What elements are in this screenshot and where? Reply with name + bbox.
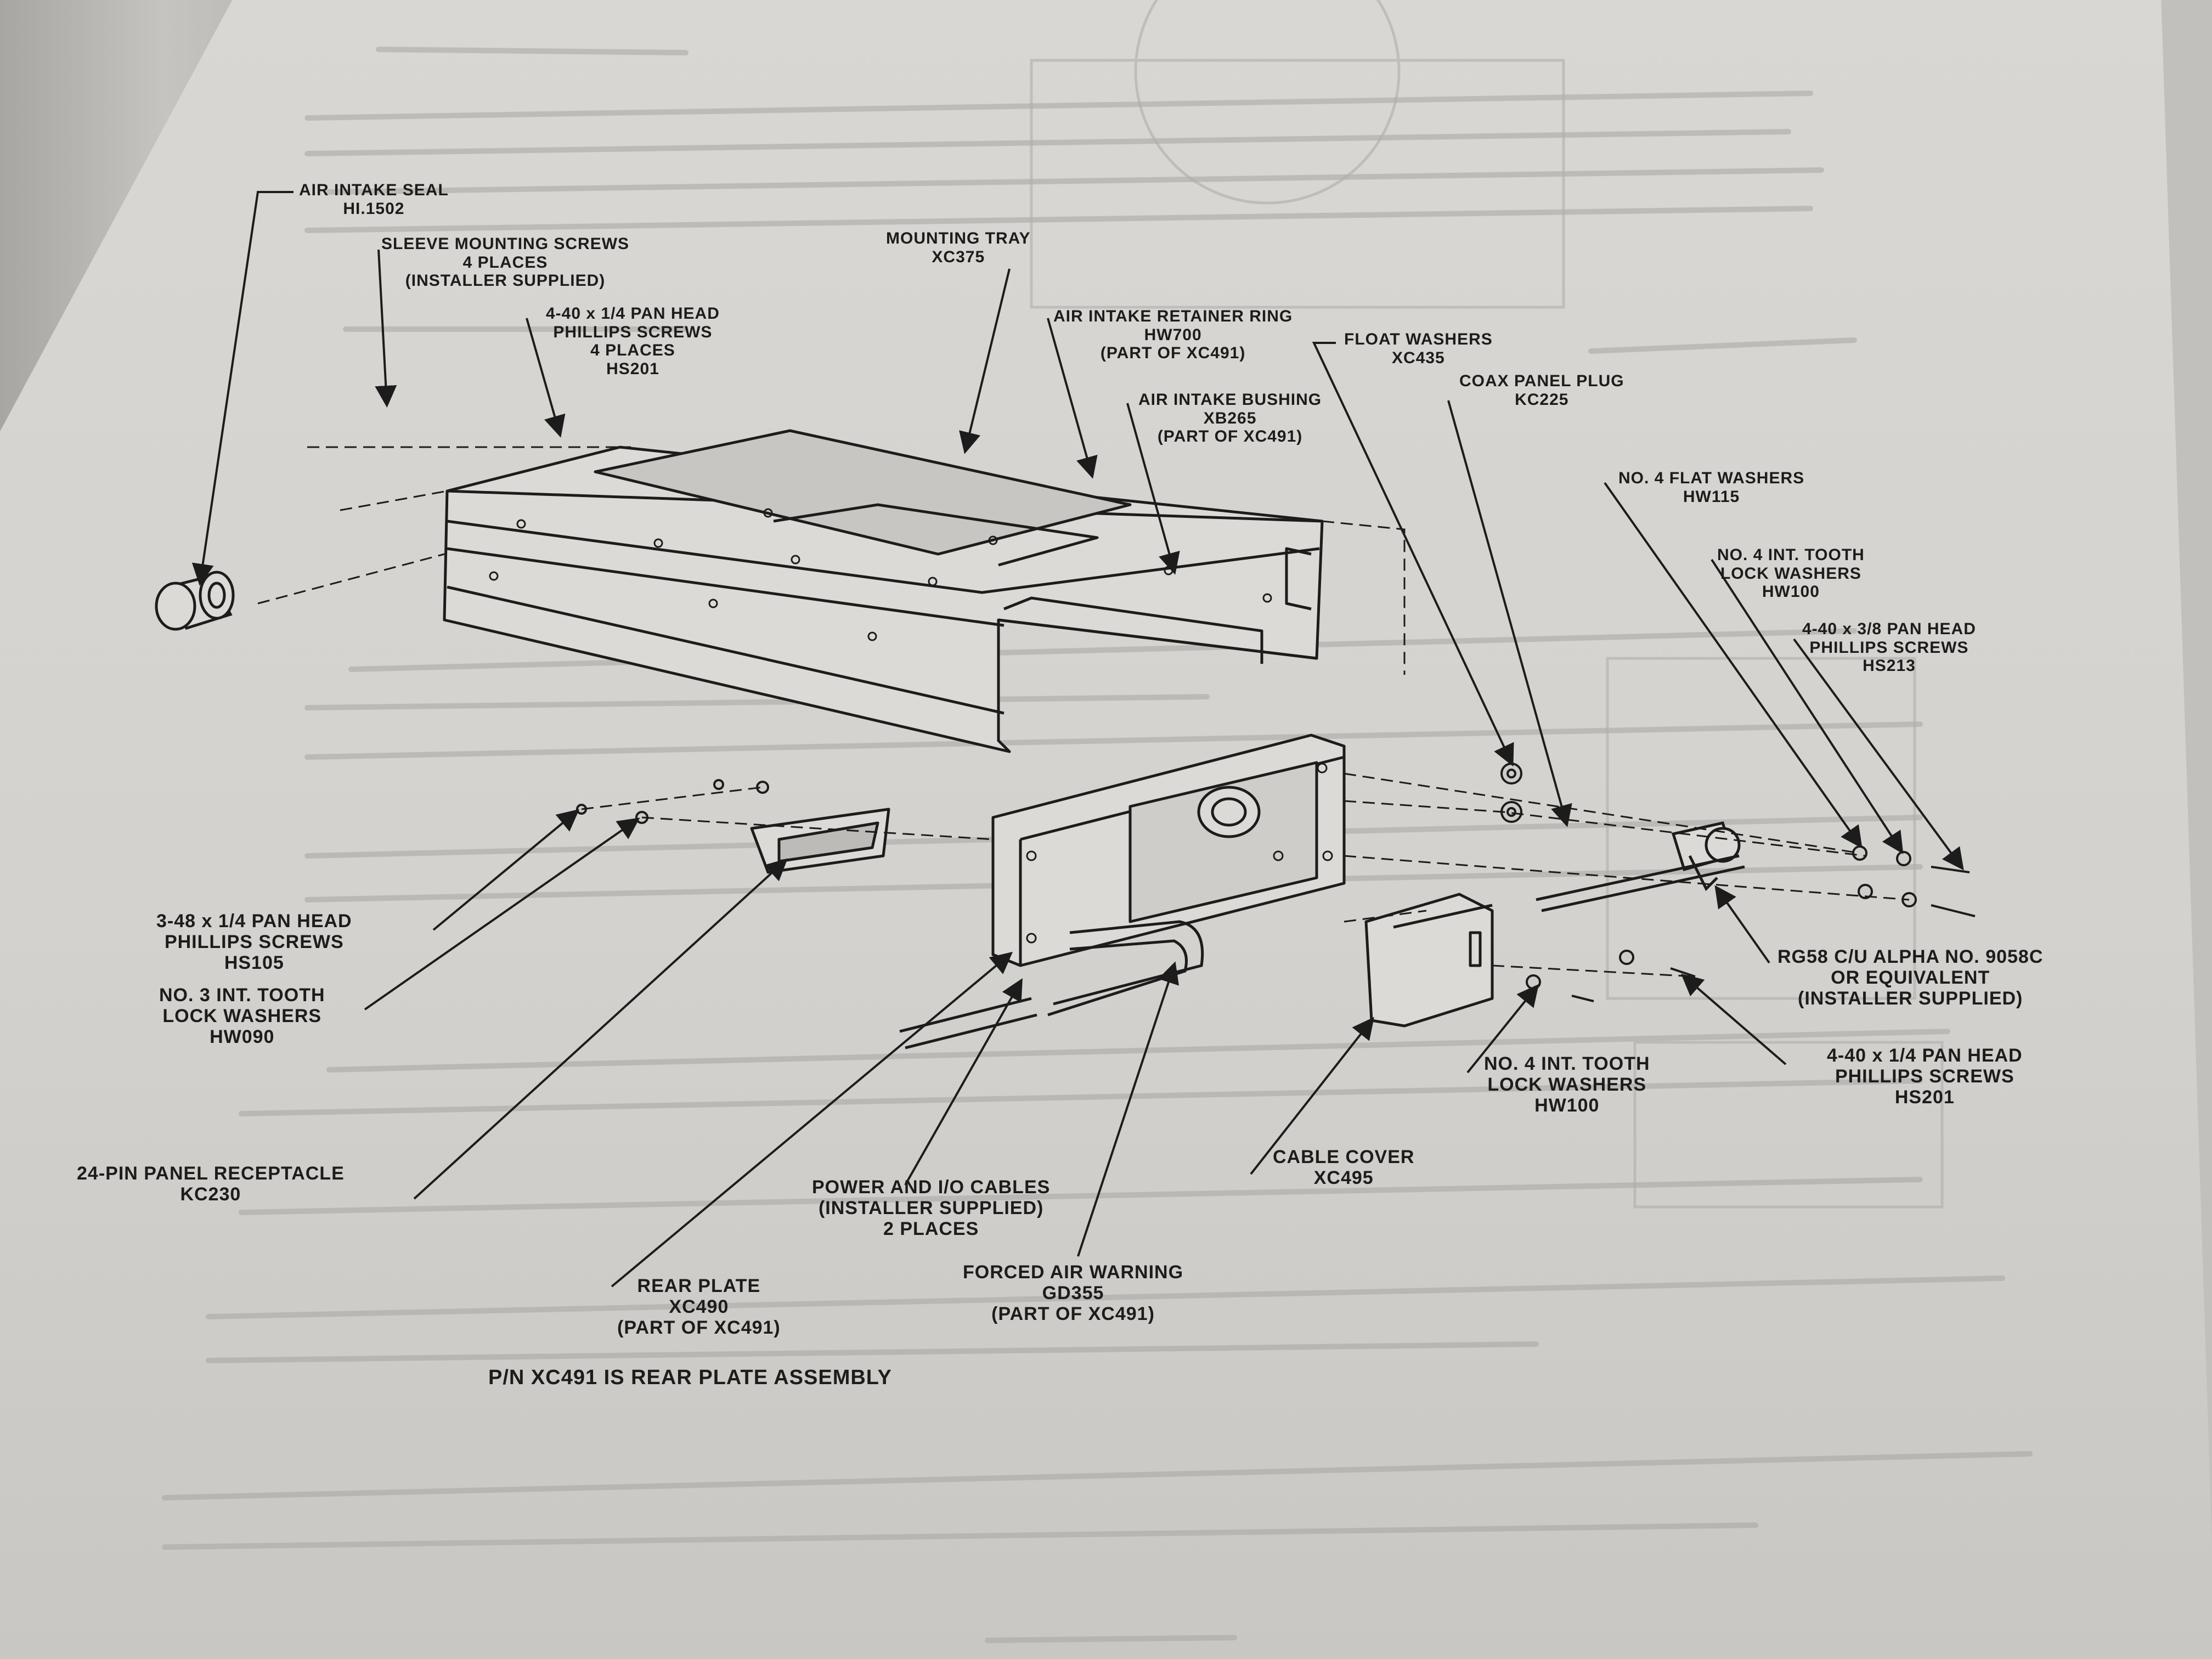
mounting-tray xyxy=(443,429,1324,753)
air-intake-seal-part xyxy=(155,571,235,631)
label-power-io-cables: POWER AND I/O CABLES(INSTALLER SUPPLIED)… xyxy=(812,1177,1051,1240)
figure-caption: P/N XC491 IS REAR PLATE ASSEMBLY xyxy=(488,1366,892,1389)
rear-plate-holes xyxy=(1026,763,1333,944)
rear-plate-assembly xyxy=(750,733,1346,967)
explode-lines xyxy=(257,446,1910,978)
power-io-cable-parts xyxy=(899,920,1204,1049)
leader-lines xyxy=(191,191,1964,1288)
float-washers-part xyxy=(1500,763,1522,823)
coax-plug-part xyxy=(1536,821,1745,912)
cable-cover-part xyxy=(1364,893,1494,1028)
